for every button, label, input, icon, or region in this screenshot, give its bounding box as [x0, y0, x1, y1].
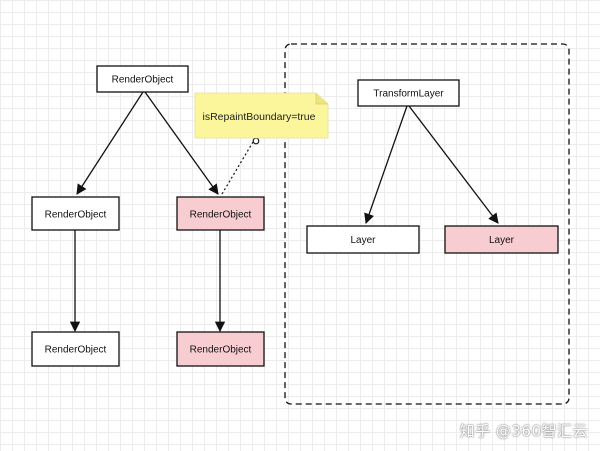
node-transform-layer: TransformLayer [357, 79, 460, 107]
repaint-boundary-note: isRepaintBoundary=true [194, 92, 329, 139]
watermark: 知乎 @360智汇云 [459, 422, 588, 440]
node-root-renderobject: RenderObject [96, 65, 189, 93]
node-label: Layer [489, 235, 515, 246]
node-left-bottom-renderobject: RenderObject [31, 331, 120, 367]
note-shape [194, 92, 329, 139]
node-label: Layer [350, 235, 376, 246]
node-layer-left: Layer [306, 225, 420, 254]
note-connector-dot [252, 137, 260, 145]
layer-tree-container [284, 43, 570, 405]
node-right-mid-renderobject: RenderObject [176, 196, 265, 231]
node-layer-right: Layer [444, 225, 559, 254]
node-label: TransformLayer [373, 89, 444, 100]
note-label: isRepaintBoundary=true [203, 111, 316, 123]
node-label: RenderObject [190, 345, 252, 356]
node-right-bottom-renderobject: RenderObject [176, 331, 265, 367]
node-label: RenderObject [45, 210, 107, 221]
node-label: RenderObject [190, 210, 252, 221]
edge-tl-left [364, 105, 408, 224]
note-fold [315, 93, 328, 105]
node-label: RenderObject [112, 75, 174, 86]
edge-root-right [144, 91, 219, 195]
node-label: RenderObject [45, 345, 107, 356]
note-connector [221, 141, 254, 195]
edge-root-left [76, 91, 144, 195]
edge-tl-right [408, 105, 499, 224]
node-left-mid-renderobject: RenderObject [31, 196, 120, 231]
